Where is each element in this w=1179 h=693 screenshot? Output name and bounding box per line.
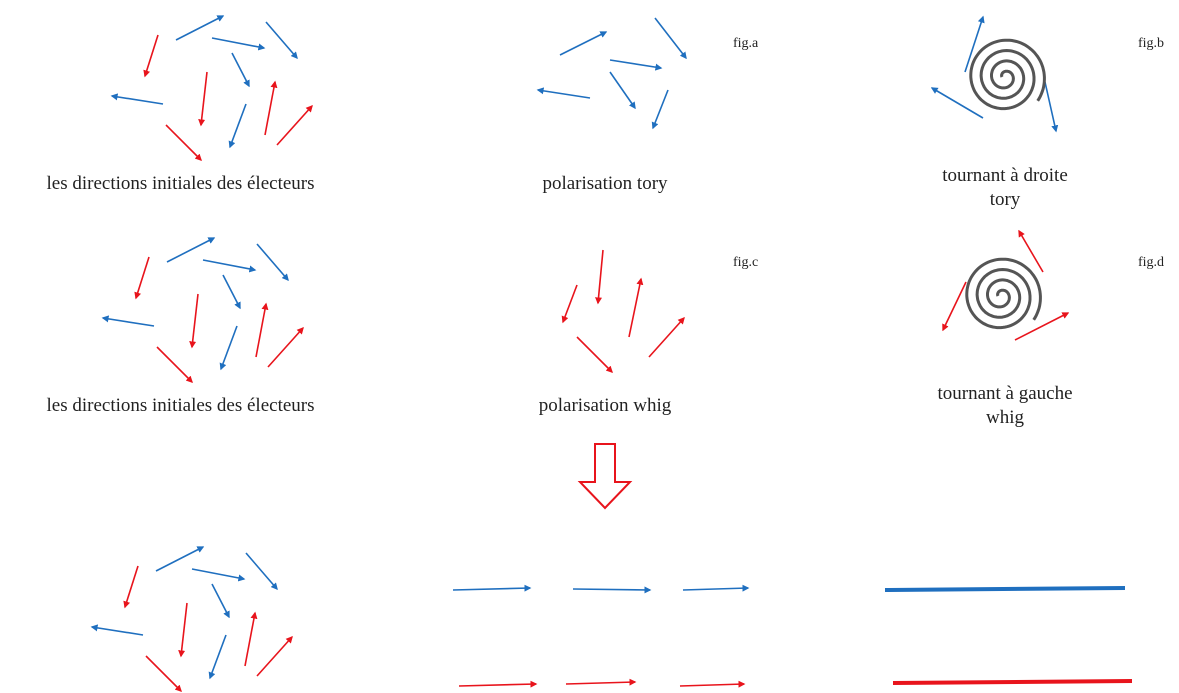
turn-right-line-2: tory xyxy=(989,189,1021,210)
polarisation-whig-label: polarisation whig xyxy=(538,395,672,416)
spirals-layer xyxy=(965,38,1046,330)
initial-cluster-1-whig-vector xyxy=(198,71,208,127)
fig-d-label: fig.d xyxy=(1138,255,1165,270)
initial-cluster-2-whig-vector xyxy=(267,326,304,368)
initial-cluster-2-whig-vector xyxy=(156,346,193,383)
initial-cluster-1-whig-vector xyxy=(276,104,313,146)
initial-cluster-2-tory-vector xyxy=(101,315,155,327)
initial-cluster-3-whig-vector xyxy=(178,602,188,658)
initial-cluster-1-tory-vector xyxy=(211,37,266,51)
spiral-tory-vector xyxy=(930,87,984,119)
initial-cluster-3-tory-vector xyxy=(191,568,246,582)
aligned-tory-vector xyxy=(682,584,750,592)
initial-cluster-1-tory-vector xyxy=(175,15,225,41)
spiral-right xyxy=(969,38,1046,111)
initial-directions-label-2: les directions initiales des électeurs xyxy=(46,395,315,416)
tory-straight-line xyxy=(884,586,1126,592)
turn-right-label: tournant à droite tory xyxy=(905,164,1105,212)
initial-cluster-3-tory-vector xyxy=(90,624,144,636)
aligned-whig-vector xyxy=(565,678,637,686)
initial-cluster-1-tory-vector xyxy=(228,103,247,149)
polarisation-whig-vector xyxy=(648,316,685,358)
arrows-layer xyxy=(90,15,1070,692)
initial-cluster-2-tory-vector xyxy=(202,259,257,273)
polarisation-whig-vector xyxy=(561,284,578,324)
turn-left-line-1: tournant à gauche xyxy=(937,383,1073,404)
initial-cluster-2-whig-vector xyxy=(189,293,199,349)
initial-cluster-3-tory-vector xyxy=(211,583,230,619)
initial-cluster-1-whig-vector xyxy=(143,34,159,78)
spiral-whig-vector xyxy=(1014,312,1070,341)
spiral-tory-vector xyxy=(964,15,985,73)
initial-cluster-3-tory-vector xyxy=(155,546,205,572)
polarisation-tory-vector xyxy=(609,71,636,110)
turn-left-label: tournant à gauche whig xyxy=(905,382,1105,430)
initial-cluster-2-tory-vector xyxy=(219,325,238,371)
polarisation-tory-label: polarisation tory xyxy=(542,173,668,194)
spiral-whig-vector xyxy=(942,281,967,332)
polarisation-whig-vector xyxy=(628,277,644,338)
initial-cluster-3-tory-vector xyxy=(245,552,278,591)
initial-cluster-3-whig-vector xyxy=(145,655,182,692)
whig-straight-line xyxy=(892,679,1133,685)
initial-directions-label-1: les directions initiales des électeurs xyxy=(46,173,315,194)
aligned-tory-vector xyxy=(452,584,532,592)
initial-cluster-2-whig-vector xyxy=(134,256,150,300)
initial-cluster-3-whig-vector xyxy=(244,611,258,667)
initial-cluster-1-whig-vector xyxy=(165,124,202,161)
down-flow-arrow xyxy=(577,443,633,510)
initial-cluster-1-tory-vector xyxy=(231,52,250,88)
initial-cluster-1-tory-vector xyxy=(265,21,298,60)
aligned-whig-vector xyxy=(458,680,538,688)
aligned-tory-vector xyxy=(572,586,652,594)
initial-cluster-3-whig-vector xyxy=(123,565,139,609)
initial-cluster-2-tory-vector xyxy=(256,243,289,282)
fig-b-label: fig.b xyxy=(1138,36,1165,51)
spiral-whig-vector xyxy=(1018,229,1044,273)
fig-a-label: fig.a xyxy=(733,36,759,51)
initial-cluster-1-whig-vector xyxy=(264,80,278,136)
polarisation-tory-vector xyxy=(559,31,608,56)
initial-cluster-2-tory-vector xyxy=(222,274,241,310)
initial-cluster-1-tory-vector xyxy=(110,93,164,105)
fig-c-label: fig.c xyxy=(733,255,759,270)
polarisation-tory-vector xyxy=(651,89,669,130)
spiral-tory-vector xyxy=(1044,81,1059,133)
spiral-left xyxy=(965,257,1042,330)
initial-cluster-2-tory-vector xyxy=(166,237,216,263)
polarisation-whig-vector xyxy=(595,249,604,305)
initial-cluster-2-whig-vector xyxy=(255,302,269,358)
initial-cluster-3-tory-vector xyxy=(208,634,227,680)
aligned-whig-vector xyxy=(679,680,746,688)
polarisation-tory-vector xyxy=(654,17,687,60)
turn-right-line-1: tournant à droite xyxy=(942,165,1068,186)
polarisation-whig-vector xyxy=(576,336,613,373)
turn-left-line-2: whig xyxy=(986,407,1024,428)
polarisation-tory-vector xyxy=(609,59,663,71)
initial-cluster-3-whig-vector xyxy=(256,635,293,677)
polarisation-tory-vector xyxy=(536,87,591,99)
